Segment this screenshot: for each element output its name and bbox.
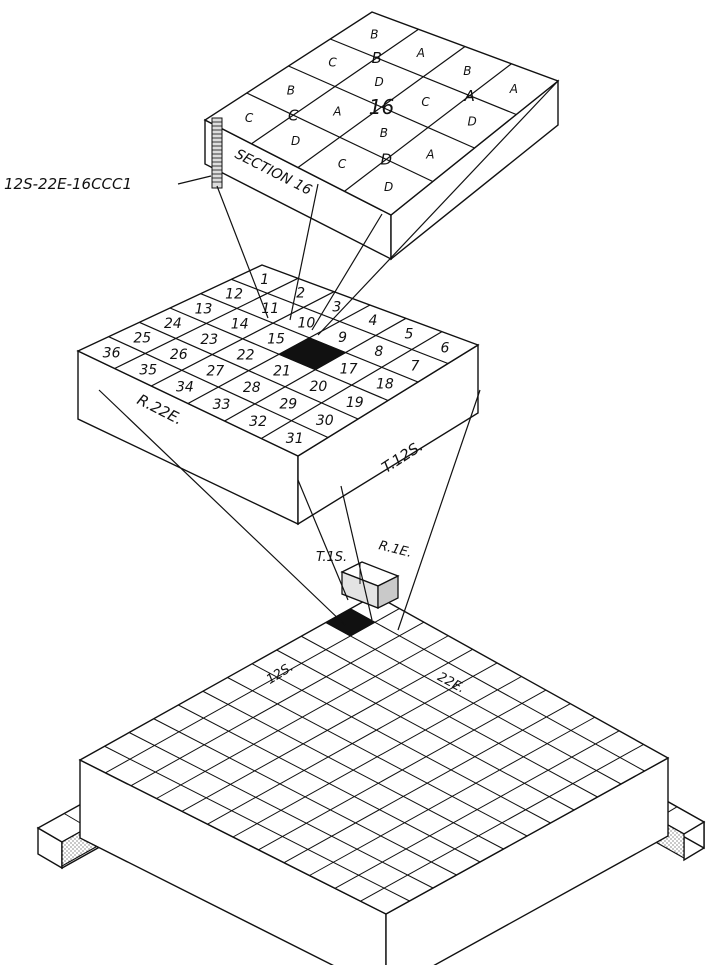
section-number: 32: [249, 414, 267, 430]
base-range-label: R.1E.: [377, 538, 413, 561]
sub-quarter-letter: D: [384, 180, 393, 194]
sub-quarter-letter: B: [380, 126, 388, 140]
sub-quarter-letter: C: [245, 111, 254, 125]
sub-quarter-letter: C: [338, 157, 347, 171]
section-number: 2: [296, 286, 305, 302]
section-number: 7: [410, 359, 419, 375]
quarter-letter: B: [372, 49, 382, 67]
base-origin-block: [340, 561, 400, 610]
section-number: 13: [195, 301, 213, 317]
section-number: 34: [176, 380, 194, 396]
section-number: 6: [441, 340, 450, 356]
quarter-letter: C: [288, 106, 299, 124]
projection-lines: [98, 80, 559, 631]
sub-quarter-letter: D: [291, 134, 300, 148]
sub-quarter-letter: A: [425, 147, 434, 161]
well-number-leader: [177, 175, 212, 185]
section-number: 31: [286, 431, 304, 447]
section-number: 23: [200, 332, 218, 348]
section-number: 8: [374, 344, 383, 360]
section-number: 10: [297, 315, 315, 331]
section-number: 12: [225, 287, 243, 303]
section-number: 5: [404, 327, 413, 343]
sub-quarter-letter: C: [421, 95, 430, 109]
sub-quarter-letter: B: [370, 28, 378, 42]
section-number: 28: [243, 380, 261, 396]
section-number: 15: [267, 332, 285, 348]
quarter-letter: D: [381, 151, 393, 169]
section-number: 29: [279, 397, 297, 413]
section-number: 3: [332, 299, 341, 315]
section-number: 25: [133, 331, 151, 347]
section-number: 17: [340, 362, 358, 378]
section-number-large: 16: [369, 95, 394, 119]
base-township-label: T.1S.: [316, 550, 347, 565]
section-number: 18: [376, 377, 394, 393]
section-number: 27: [206, 364, 224, 380]
sub-quarter-letter: D: [374, 75, 383, 89]
section-number: 30: [316, 413, 334, 429]
section-number: 35: [139, 363, 157, 379]
section-number: 24: [164, 316, 182, 332]
sub-quarter-letter: A: [332, 105, 341, 119]
section-number: 19: [346, 395, 364, 411]
section-number: 36: [103, 345, 121, 361]
sub-quarter-letter: A: [416, 46, 425, 60]
section-number: 9: [338, 330, 347, 346]
sub-quarter-letter: D: [467, 115, 476, 129]
sub-quarter-letter: B: [463, 64, 471, 78]
section-number: 26: [170, 347, 188, 363]
sub-quarter-letter: A: [509, 82, 518, 96]
section-number: 33: [213, 397, 231, 413]
well-number-label: 12S-22E-16CCC1: [4, 175, 132, 193]
sub-quarter-letter: C: [328, 56, 337, 70]
sub-quarter-letter: B: [287, 83, 295, 97]
quarter-letter: A: [464, 87, 475, 105]
section-number: 1: [260, 272, 269, 288]
section-number: 20: [309, 379, 327, 395]
section-number: 4: [368, 313, 377, 329]
section-number: 14: [231, 316, 249, 332]
township-block: 6543217891011121817151413192021222324302…: [76, 264, 480, 526]
base-grid: [36, 594, 706, 965]
section-number: 21: [273, 363, 291, 379]
section-number: 22: [237, 348, 255, 364]
